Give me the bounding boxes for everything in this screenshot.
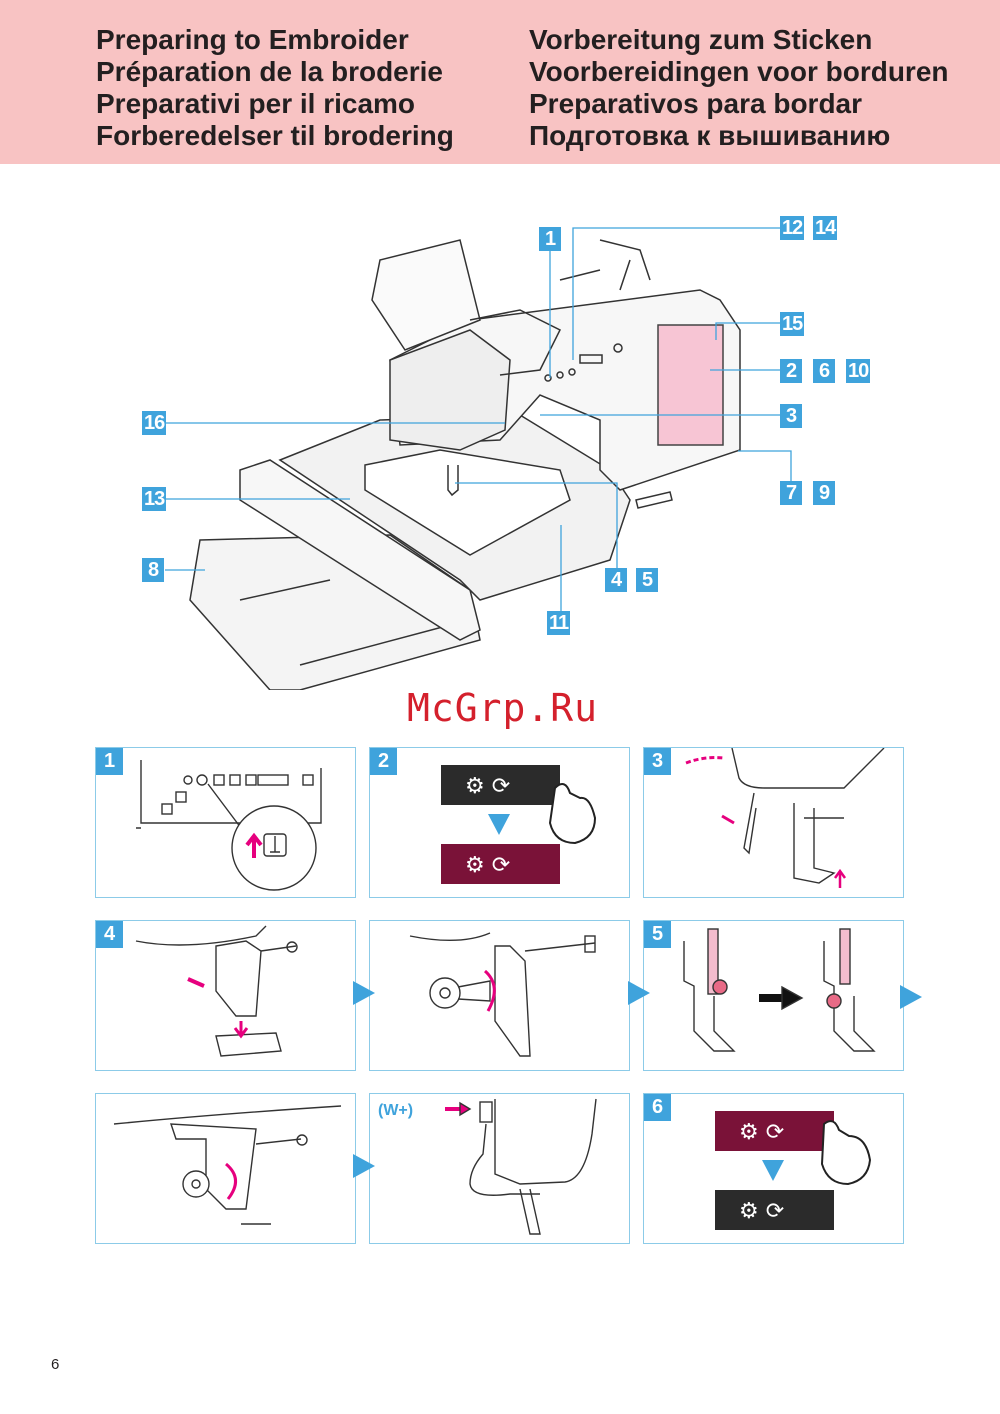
step-number: 6 [644,1094,671,1121]
next-arrow-icon [900,985,922,1009]
title-es: Preparativos para bordar [529,88,863,119]
next-arrow-icon [353,981,375,1005]
callout-3: 3 [780,404,802,428]
watermark: McGrp.Ru [407,686,599,730]
callout-11: 11 [547,611,571,635]
title-fr: Préparation de la broderie [96,56,443,87]
callout-1: 1 [539,227,561,251]
page-number: 6 [51,1356,60,1373]
callout-14: 14 [813,216,838,240]
callout-2: 2 [780,359,802,383]
step-number: 2 [370,748,397,775]
w-plus-label: (W+) [378,1102,414,1119]
callout-6: 6 [813,359,835,383]
step-number: 4 [96,921,123,948]
next-arrow-icon [353,1154,375,1178]
header-band: Preparing to Embroider Préparation de la… [0,0,1000,164]
step-panel-9: ⚙ ⟳ ⚙ ⟳ 6 [643,1093,904,1244]
callout-4: 4 [605,568,627,592]
step-panel-1: 1 [95,747,356,898]
title-nl: Voorbereidingen voor borduren [529,56,949,87]
callout-5: 5 [636,568,658,592]
svg-text:⚙ ⟳: ⚙ ⟳ [465,853,510,878]
callout-13: 13 [142,487,167,511]
svg-text:⚙ ⟳: ⚙ ⟳ [739,1199,784,1224]
step-panel-5 [369,920,630,1071]
title-de: Vorbereitung zum Sticken [529,24,873,55]
step-panel-4: 4 [95,920,356,1071]
callout-7: 7 [780,481,802,505]
step-panel-6: 5 [643,920,904,1071]
next-arrow-icon [628,981,650,1005]
title-ru: Подготовка к вышиванию [529,120,891,151]
titles-right: Vorbereitung zum Sticken Voorbereidingen… [529,24,949,152]
step-number: 3 [644,748,671,775]
svg-text:⚙ ⟳: ⚙ ⟳ [465,774,510,799]
callout-15: 15 [780,312,805,336]
title-it: Preparativi per il ricamo [96,88,416,119]
title-en: Preparing to Embroider [96,24,409,55]
titles-left: Preparing to Embroider Préparation de la… [96,24,454,152]
step-number: 1 [96,748,123,775]
step-panel-7 [95,1093,356,1244]
callout-8: 8 [142,558,164,582]
callout-16: 16 [142,411,167,435]
callout-10: 10 [846,359,871,383]
step-number: 5 [644,921,671,948]
step-panel-8: (W+) [369,1093,630,1244]
title-da: Forberedelser til brodering [96,120,454,151]
step-panel-3: 3 [643,747,904,898]
machine-illustration [165,227,792,690]
callout-12: 12 [780,216,805,240]
step-panel-2: ⚙ ⟳ ⚙ ⟳ 2 [369,747,630,898]
callout-9: 9 [813,481,835,505]
svg-text:⚙ ⟳: ⚙ ⟳ [739,1120,784,1145]
